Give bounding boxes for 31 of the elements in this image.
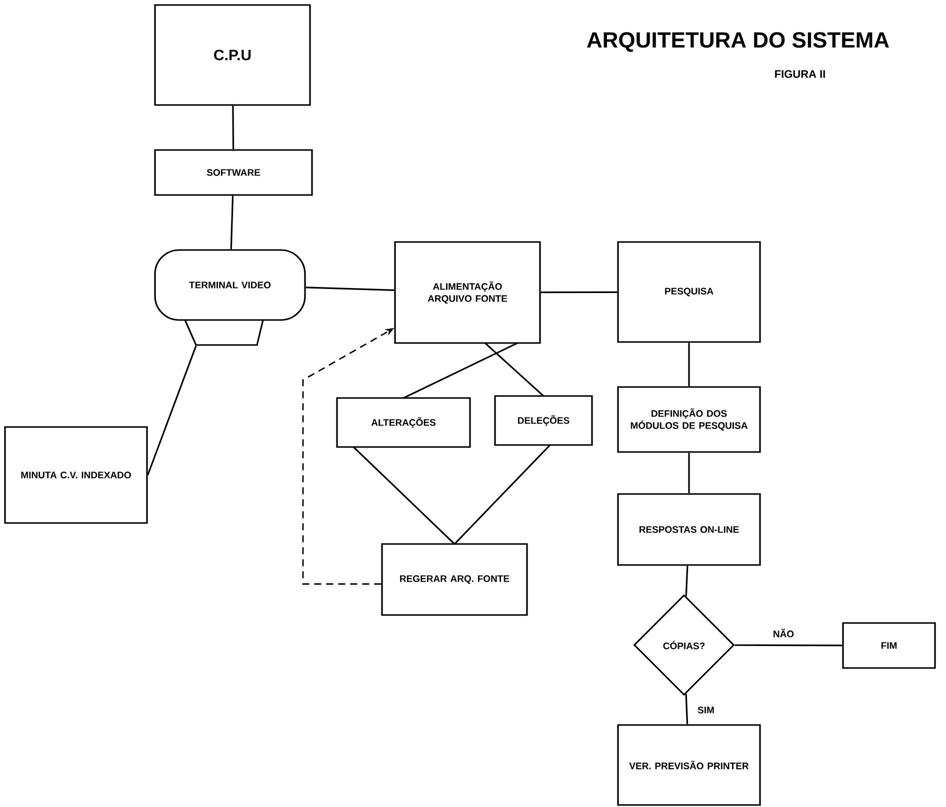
connector	[688, 452, 690, 494]
connector	[232, 106, 234, 150]
edge-label: SIM	[696, 706, 716, 714]
connector	[352, 446, 456, 545]
connector	[540, 291, 618, 294]
process-box: RESPOSTAS ON-LINE	[617, 493, 761, 566]
connector	[734, 644, 842, 646]
connector	[230, 196, 234, 250]
connector	[685, 566, 688, 596]
connector	[685, 694, 688, 724]
connector	[147, 346, 197, 476]
terminal-video-drawing: TERMINAL VIDEO	[154, 249, 306, 346]
connector	[403, 342, 518, 399]
process-box: REGERAR ARQ. FONTE	[381, 543, 528, 616]
process-box: VER. PREVISÃO PRINTER	[617, 724, 761, 806]
connector	[484, 342, 544, 397]
connector	[688, 342, 690, 386]
title: ARQUITETURA DO SISTEMA	[587, 32, 889, 52]
process-box: C.P.U	[154, 4, 311, 106]
process-box: DELEÇÕES	[494, 395, 593, 446]
process-box: MINUTA C.V. INDEXADO	[4, 426, 148, 524]
process-box: ALTERAÇÕES	[336, 397, 471, 448]
process-box: FIM	[842, 622, 936, 669]
connector	[306, 286, 394, 291]
process-box: ALIMENTAÇÃO ARQUIVO FONTE	[394, 241, 541, 344]
process-box: DEFINIÇÃO DOS MÓDULOS DE PESQUISA	[617, 386, 761, 453]
caption: FIGURA II	[775, 70, 825, 78]
process-box: SOFTWARE	[154, 149, 313, 196]
connector	[454, 444, 551, 545]
edge-label: NÃO	[772, 628, 796, 638]
process-box: PESQUISA	[617, 241, 761, 343]
